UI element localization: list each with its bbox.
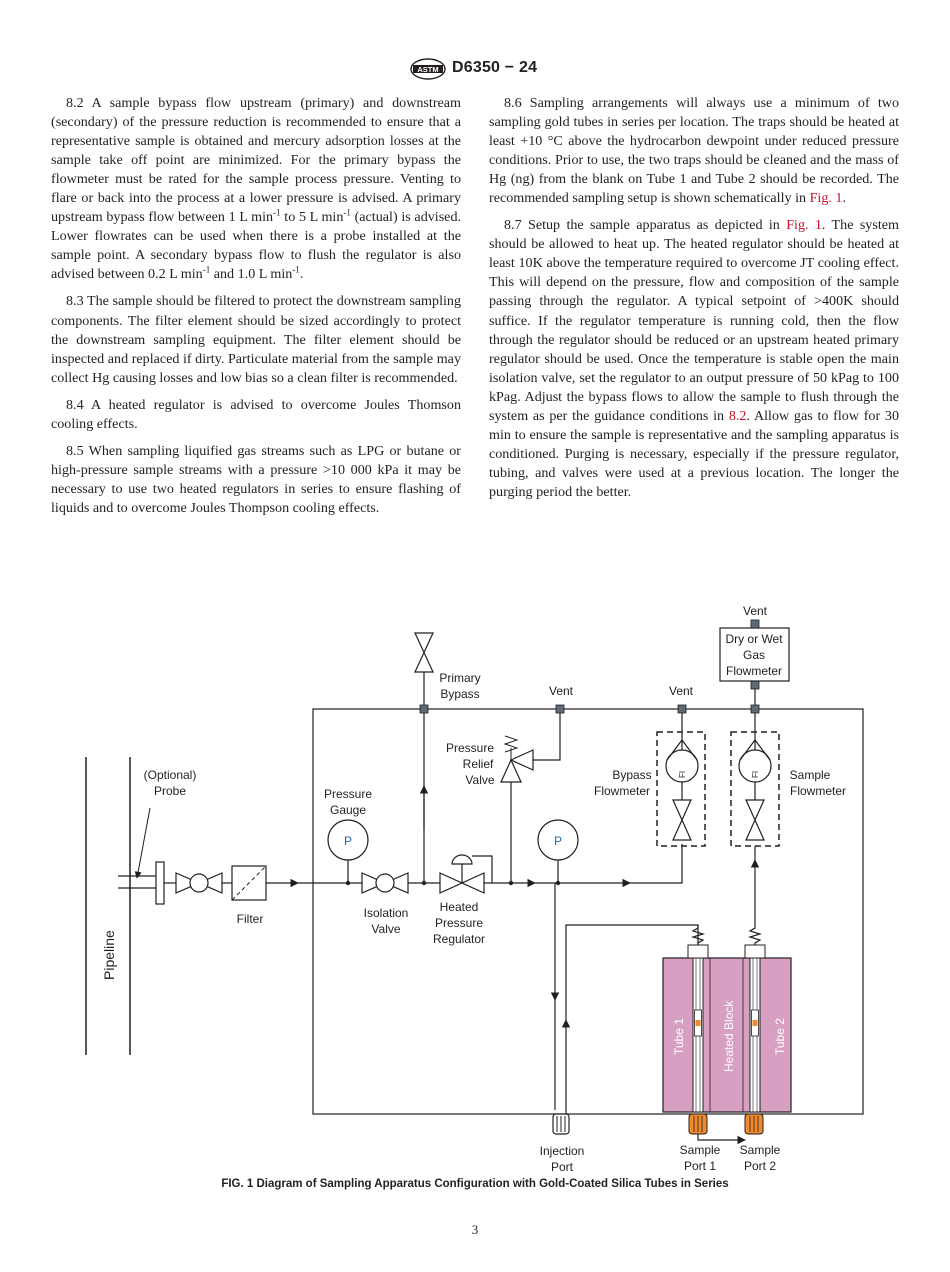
paragraph-8-4: 8.4 A heated regulator is advised to ove… <box>51 396 461 432</box>
heated-block: Tube 1 Heated Block Tube 2 <box>662 944 792 1113</box>
sample-fm-label-1: Sample <box>790 768 831 782</box>
injection-label-2: Port <box>551 1160 574 1174</box>
sampling-apparatus-diagram: Pipeline (Optional) Probe Filter <box>0 595 950 1180</box>
page-number: 3 <box>471 1222 479 1237</box>
right-text-column: 8.6 Sampling arrangements will always us… <box>489 94 899 510</box>
p82-sup-1: -1 <box>273 207 281 218</box>
paragraph-8-3: 8.3 The sample should be filtered to pro… <box>51 293 461 386</box>
bypass-fm-label-1: Bypass <box>612 768 651 782</box>
paragraph-8-7: 8.7 Setup the sample apparatus as depict… <box>489 216 899 502</box>
sample-fi-label: FI <box>751 771 760 778</box>
sample-port-2: Sample Port 2 <box>740 1113 781 1173</box>
vent-port-relief <box>555 704 565 714</box>
isolation-label-2: Valve <box>371 922 400 936</box>
sample-port-1-label-1: Sample <box>680 1143 721 1157</box>
vent-port-sample <box>750 704 760 714</box>
standard-designation: D6350 − 24 <box>452 59 538 76</box>
p82-text-d: and 1.0 L min <box>210 266 293 283</box>
optional-probe: (Optional) Probe <box>118 768 197 905</box>
sample-port-1: Sample Port 1 <box>680 1113 721 1173</box>
relief-label-1: Pressure <box>446 741 494 755</box>
tube1-heater-coil <box>690 925 706 945</box>
p86-text-a: 8.6 Sampling arrangements will always us… <box>489 95 899 207</box>
paragraph-8-2: 8.2 A sample bypass flow upstream (prima… <box>51 94 461 284</box>
probe-label-2: Probe <box>154 784 186 798</box>
p82-text-e: . <box>299 266 304 283</box>
gauge-label-2: Gauge <box>330 803 366 817</box>
p82-text-c: (actual) is advised. Lower flowrates can… <box>51 209 462 283</box>
primary-bypass-label-1: Primary <box>439 671 480 685</box>
gas-meter-label-3: Flowmeter <box>726 664 782 678</box>
regulator-label-1: Heated <box>440 900 479 914</box>
sample-port-2-label-2: Port 2 <box>744 1159 776 1173</box>
p87-text-c: . Allow gas to flow for 30 min to ensure… <box>489 407 899 500</box>
paragraph-8-6: 8.6 Sampling arrangements will always us… <box>489 94 899 208</box>
gauge-symbol-1: P <box>344 834 352 848</box>
p87-text-a: 8.7 Setup the sample apparatus as depict… <box>504 217 787 234</box>
vent-port-bypass <box>677 704 687 714</box>
gas-meter-label-2: Gas <box>743 648 765 662</box>
p82-text-a: 8.2 A sample bypass flow upstream (prima… <box>51 95 461 226</box>
regulator-label-3: Regulator <box>433 932 485 946</box>
primary-bypass-label-2: Bypass <box>440 687 479 701</box>
tube2-label: Tube 2 <box>773 1018 787 1055</box>
system-enclosure <box>312 708 864 1115</box>
pressure-gauge-2: P <box>537 819 579 886</box>
filter: Filter <box>231 865 267 926</box>
bypass-flowmeter: FI Bypass Flowmeter <box>594 709 706 847</box>
logo-text: ASTM <box>417 65 438 74</box>
primary-bypass: Primary Bypass <box>414 632 481 883</box>
fig-1-link[interactable]: Fig. 1 <box>786 217 822 234</box>
p82-sup-4: -1 <box>292 264 300 275</box>
pressure-gauge-1: P Pressure Gauge <box>324 787 372 886</box>
inlet-ball-valve <box>175 872 223 894</box>
gas-meter-label-1: Dry or Wet <box>725 632 783 646</box>
p82-sup-2: -1 <box>343 207 351 218</box>
fig-1-link[interactable]: Fig. 1 <box>809 190 843 207</box>
relief-label-3: Valve <box>465 773 494 787</box>
sample-fm-label-2: Flowmeter <box>790 784 846 798</box>
tube2-heater-coil <box>747 922 763 945</box>
p86-text-b: . <box>842 190 847 207</box>
paragraph-8-5: 8.5 When sampling liquified gas streams … <box>51 442 461 516</box>
relief-label-2: Relief <box>463 757 494 771</box>
probe-label-1: (Optional) <box>144 768 197 782</box>
tube1-label: Tube 1 <box>672 1018 686 1055</box>
sample-flowmeter: FI Sample Flowmeter <box>730 709 846 847</box>
vent-label-bypass: Vent <box>669 684 694 698</box>
isolation-valve: Isolation Valve <box>361 872 409 936</box>
bypass-fm-label-2: Flowmeter <box>594 784 650 798</box>
injection-label-1: Injection <box>540 1144 585 1158</box>
port-connection-arrow <box>697 1134 746 1145</box>
p82-text-b: to 5 L min <box>280 209 344 226</box>
regulator-label-2: Pressure <box>435 916 483 930</box>
section-8-2-link[interactable]: 8.2 <box>728 407 747 424</box>
injection-port: Injection Port <box>540 1113 585 1174</box>
sample-port-1-label-2: Port 1 <box>684 1159 716 1173</box>
filter-label: Filter <box>237 912 264 926</box>
figure-caption: FIG. 1 Diagram of Sampling Apparatus Con… <box>221 1178 729 1190</box>
pressure-relief-valve: Pressure Relief Valve <box>446 709 561 883</box>
heated-block-label: Heated Block <box>722 1000 736 1072</box>
pipeline-label: Pipeline <box>101 930 117 980</box>
page-header: ASTM D6350 − 24 <box>0 58 950 82</box>
vent-label-relief: Vent <box>549 684 574 698</box>
bypass-fi-label: FI <box>678 771 687 778</box>
gas-flowmeter: Dry or Wet Gas Flowmeter Vent <box>719 604 790 705</box>
p87-text-b: . The system should be allowed to heat u… <box>489 217 899 424</box>
astm-logo: ASTM <box>410 58 446 80</box>
left-text-column: 8.2 A sample bypass flow upstream (prima… <box>51 94 461 526</box>
vent-label-top: Vent <box>743 604 768 618</box>
heated-pressure-regulator: Heated Pressure Regulator <box>433 854 493 946</box>
p82-sup-3: -1 <box>202 264 211 275</box>
gauge-label-1: Pressure <box>324 787 372 801</box>
isolation-label-1: Isolation <box>364 906 409 920</box>
sample-port-2-label-1: Sample <box>740 1143 781 1157</box>
gauge-symbol-2: P <box>554 834 562 848</box>
pipeline: Pipeline <box>85 757 131 1055</box>
